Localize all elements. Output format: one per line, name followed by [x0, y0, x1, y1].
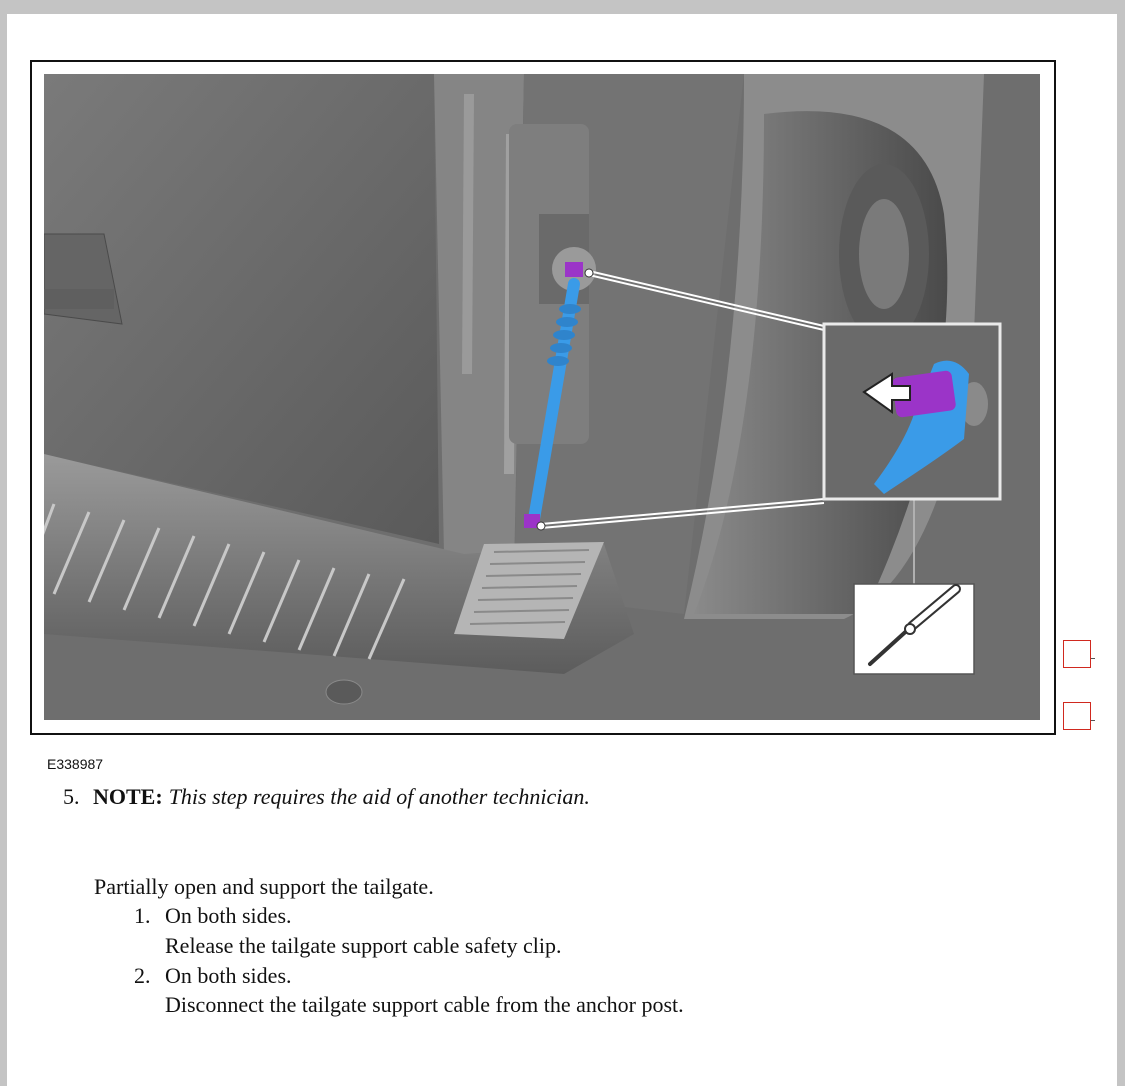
- side-checkbox-2[interactable]: [1063, 702, 1095, 730]
- step-instruction: Partially open and support the tailgate.: [94, 874, 434, 899]
- support-cable: [524, 262, 583, 528]
- substep-number: 2.: [134, 963, 151, 988]
- safety-clip: [565, 262, 583, 277]
- document-page: E338987 5. NOTE:This step requires the ai…: [7, 14, 1117, 1086]
- tailgate-illustration: [44, 74, 1040, 720]
- substep-number: 1.: [134, 903, 151, 928]
- note-text: This step requires the aid of another te…: [168, 784, 590, 809]
- arrow-icon: [862, 372, 911, 414]
- substep-title: On both sides.: [165, 963, 292, 988]
- substep-title: On both sides.: [165, 903, 292, 928]
- figure-id-label: E338987: [44, 755, 107, 773]
- tailgate-panel: [44, 74, 439, 544]
- screwdriver-tool-icon: [853, 583, 975, 675]
- step-number: 5.: [63, 784, 80, 809]
- illustration-figure: E338987: [30, 60, 1056, 773]
- substep-detail: Release the tailgate support cable safet…: [165, 933, 562, 958]
- detail-inset: [822, 322, 1002, 501]
- note-label: NOTE:: [93, 784, 163, 809]
- step-5-note: 5. NOTE:This step requires the aid of ano…: [63, 784, 590, 810]
- side-checkbox-1[interactable]: [1063, 640, 1095, 668]
- substep-detail: Disconnect the tailgate support cable fr…: [165, 992, 684, 1017]
